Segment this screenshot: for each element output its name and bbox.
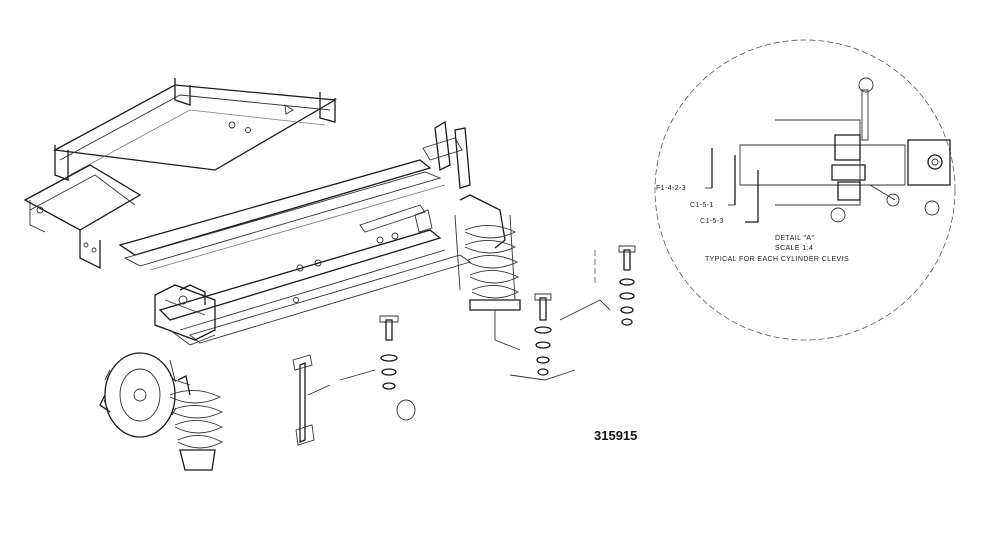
figure-number: 315915 (594, 428, 637, 443)
right-suspension-spring (454, 194, 521, 311)
detail-scale: SCALE 1:4 (775, 245, 813, 252)
shock-absorber (292, 354, 376, 446)
left-suspension-spring (169, 359, 224, 471)
callout-1: F1-4-2-3 (656, 185, 686, 192)
left-wheel-hub (99, 352, 177, 438)
callout-3: C1-5-3 (700, 218, 724, 225)
frame-rails (23, 78, 472, 346)
hardware-stack-1 (379, 315, 416, 421)
detail-note: TYPICAL FOR EACH CYLINDER CLEVIS (705, 256, 849, 263)
hardware-stack-3 (559, 245, 636, 326)
callout-2: C1-5-1 (690, 202, 714, 209)
detail-a-view (654, 39, 956, 341)
hardware-stack-2 (494, 293, 576, 381)
detail-title: DETAIL "A" (775, 235, 814, 242)
